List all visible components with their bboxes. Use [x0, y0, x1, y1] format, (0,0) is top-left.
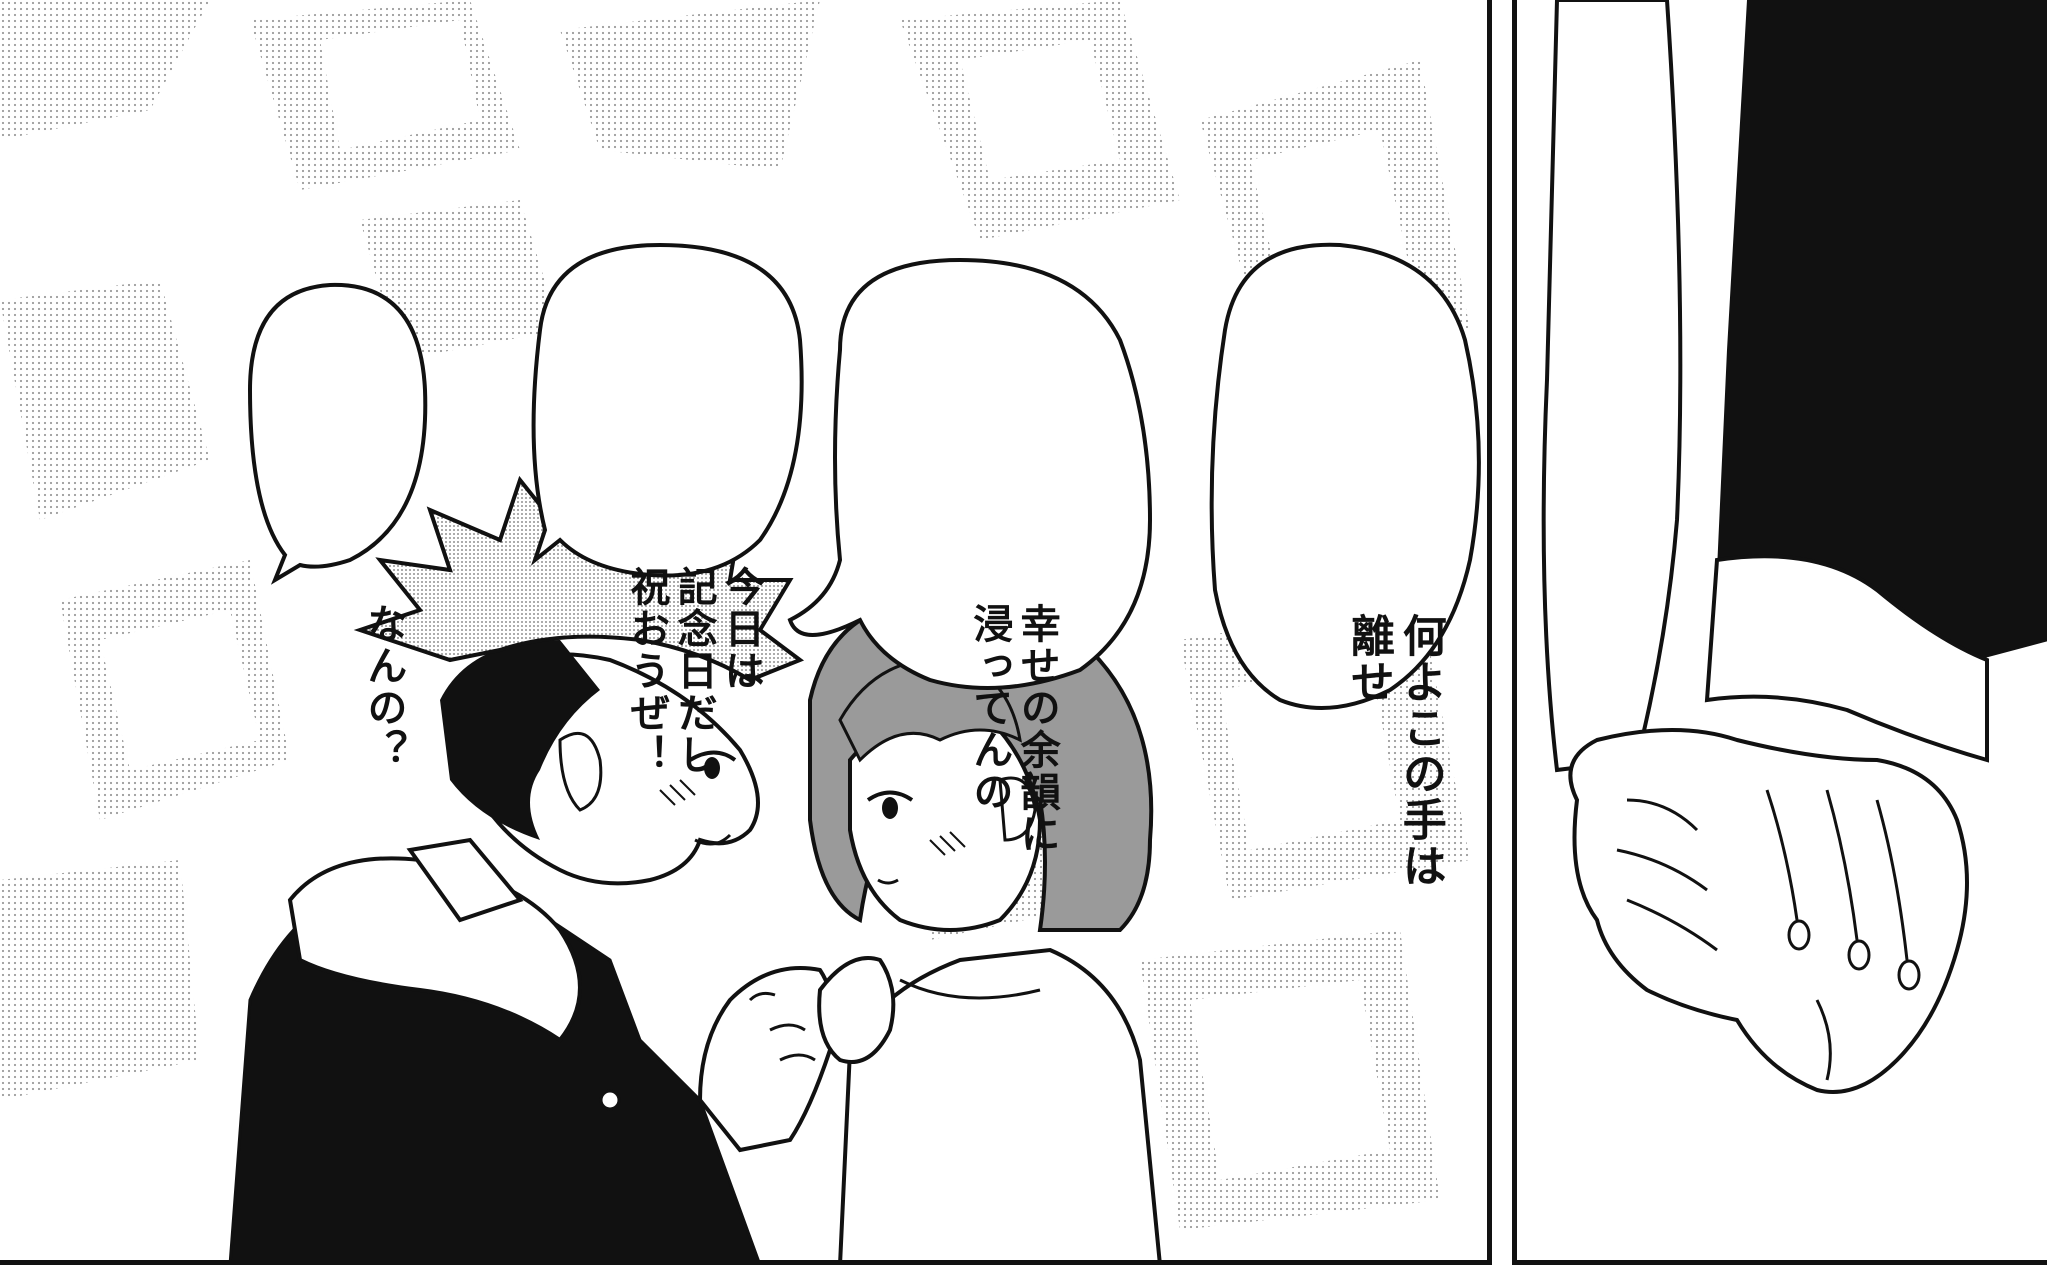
bubble-nanno-line1: なんの？: [360, 603, 407, 771]
bubble-nani-line1: 何よこの手は: [1394, 613, 1446, 889]
bubble-kyou-line3: 祝おうぜ！: [623, 566, 670, 776]
bubble-kyou-text: 今日は 記念日だし 祝おうぜ！: [575, 278, 811, 776]
bubble-shiawase-line2: 浸ってんの: [966, 603, 1013, 813]
boy-character: [228, 465, 836, 1260]
bubble-nanno-text: なんの？: [312, 315, 454, 771]
girl-forearm: [1541, 0, 1683, 773]
bubble-nanno-shape: [247, 282, 428, 585]
right-panel-art: [1541, 0, 2047, 1094]
bubble-shiawase-shape: [787, 257, 1153, 690]
dark-sleeve: [1717, 0, 2047, 660]
bubble-kyou-line1: 今日は: [717, 566, 764, 692]
clasped-hands: [1568, 728, 1969, 1094]
bubble-shiawase-line1: 幸せの余韻に: [1013, 603, 1060, 855]
bubble-nani-text: 何よこの手は 離せ: [1290, 295, 1487, 889]
bubble-shiawase-text: 幸せの余韻に 浸ってんの: [918, 315, 1107, 855]
fingernails: [1787, 919, 1921, 991]
speech-bubbles: [247, 242, 1481, 710]
girl-character: [808, 597, 1162, 1260]
bubble-kyou-line2: 記念日だし: [670, 566, 717, 776]
right-panel: [1512, 0, 2047, 1265]
sleeve-cuff: [1704, 554, 1989, 763]
finger-lines: [1616, 789, 1909, 1081]
left-panel-art: [0, 0, 1481, 1260]
left-panel: なんの？ 今日は 記念日だし 祝おうぜ！ 幸せの余韻に 浸ってんの 何よこの手は…: [0, 0, 1492, 1265]
bubble-nani-shape: [1209, 242, 1481, 710]
bubble-nani-line2: 離せ: [1342, 613, 1394, 705]
bubble-kyou-shape: [530, 242, 804, 578]
